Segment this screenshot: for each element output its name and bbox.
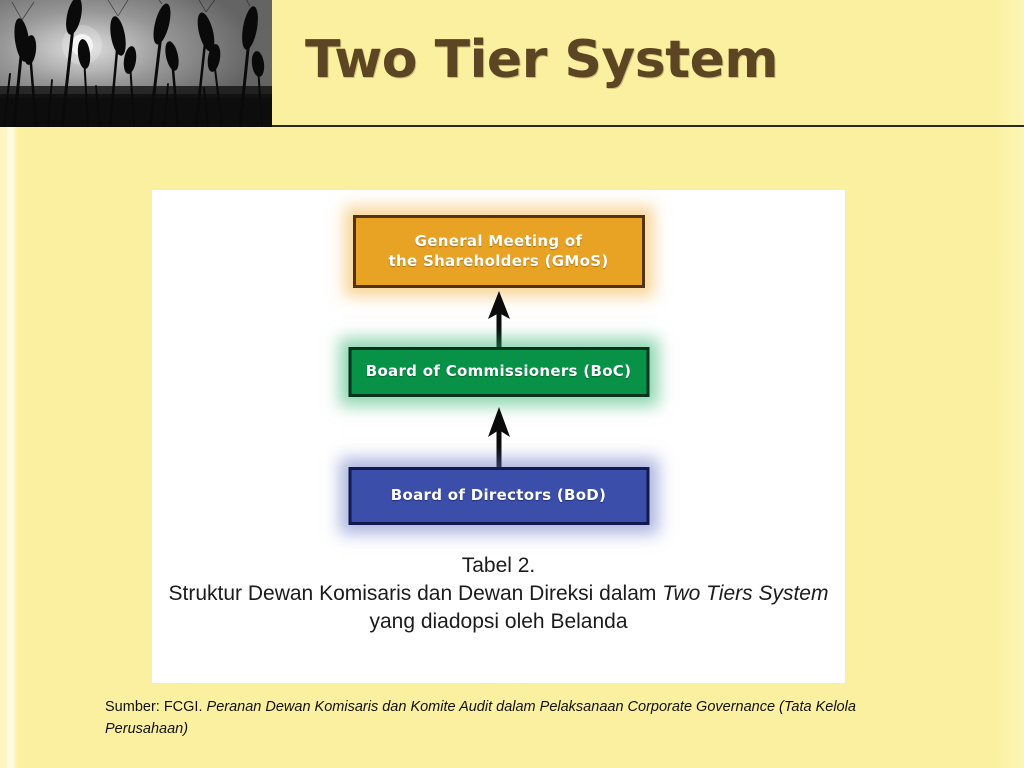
caption-line-2-italic: Two Tiers System [662, 582, 829, 606]
wheat-field-sunset-photo [0, 0, 272, 127]
caption-line-2-text: Struktur Dewan Komisaris dan Dewan Direk… [168, 582, 663, 606]
two-tier-diagram: General Meeting of the Shareholders (GMo… [152, 190, 845, 555]
node-gmos-line2: the Shareholders (GMoS) [388, 251, 609, 270]
node-board-of-commissioners: Board of Commissioners (BoC) [348, 347, 649, 397]
caption-line-2: Struktur Dewan Komisaris dan Dewan Direk… [152, 580, 845, 608]
node-general-meeting-of-shareholders: General Meeting of the Shareholders (GMo… [352, 215, 645, 288]
node-boc-label: Board of Commissioners (BoC) [365, 362, 632, 381]
page-title: Two Tier System [305, 30, 779, 90]
caption-line-1: Tabel 2. [461, 554, 536, 577]
source-title: Peranan Dewan Komisaris dan Komite Audit… [105, 699, 856, 737]
arrow-up-bod-to-boc [486, 404, 512, 467]
source-note: Sumber: FCGI. Peranan Dewan Komisaris da… [105, 697, 915, 741]
header-divider [272, 125, 1024, 127]
figure-caption: Tabel 2. Struktur Dewan Komisaris dan De… [152, 552, 845, 636]
source-prefix: Sumber: FCGI. [105, 699, 207, 715]
title-band: Two Tier System [272, 0, 1024, 125]
node-bod-label: Board of Directors (BoD) [390, 486, 607, 505]
node-gmos-text: General Meeting of the Shareholders (GMo… [389, 232, 609, 270]
figure-panel: General Meeting of the Shareholders (GMo… [152, 190, 845, 683]
node-gmos-line1: General Meeting of [414, 232, 583, 251]
caption-line-3: yang diadopsi oleh Belanda [369, 610, 628, 634]
arrow-up-boc-to-gmos [486, 289, 512, 347]
node-board-of-directors: Board of Directors (BoD) [348, 467, 649, 525]
